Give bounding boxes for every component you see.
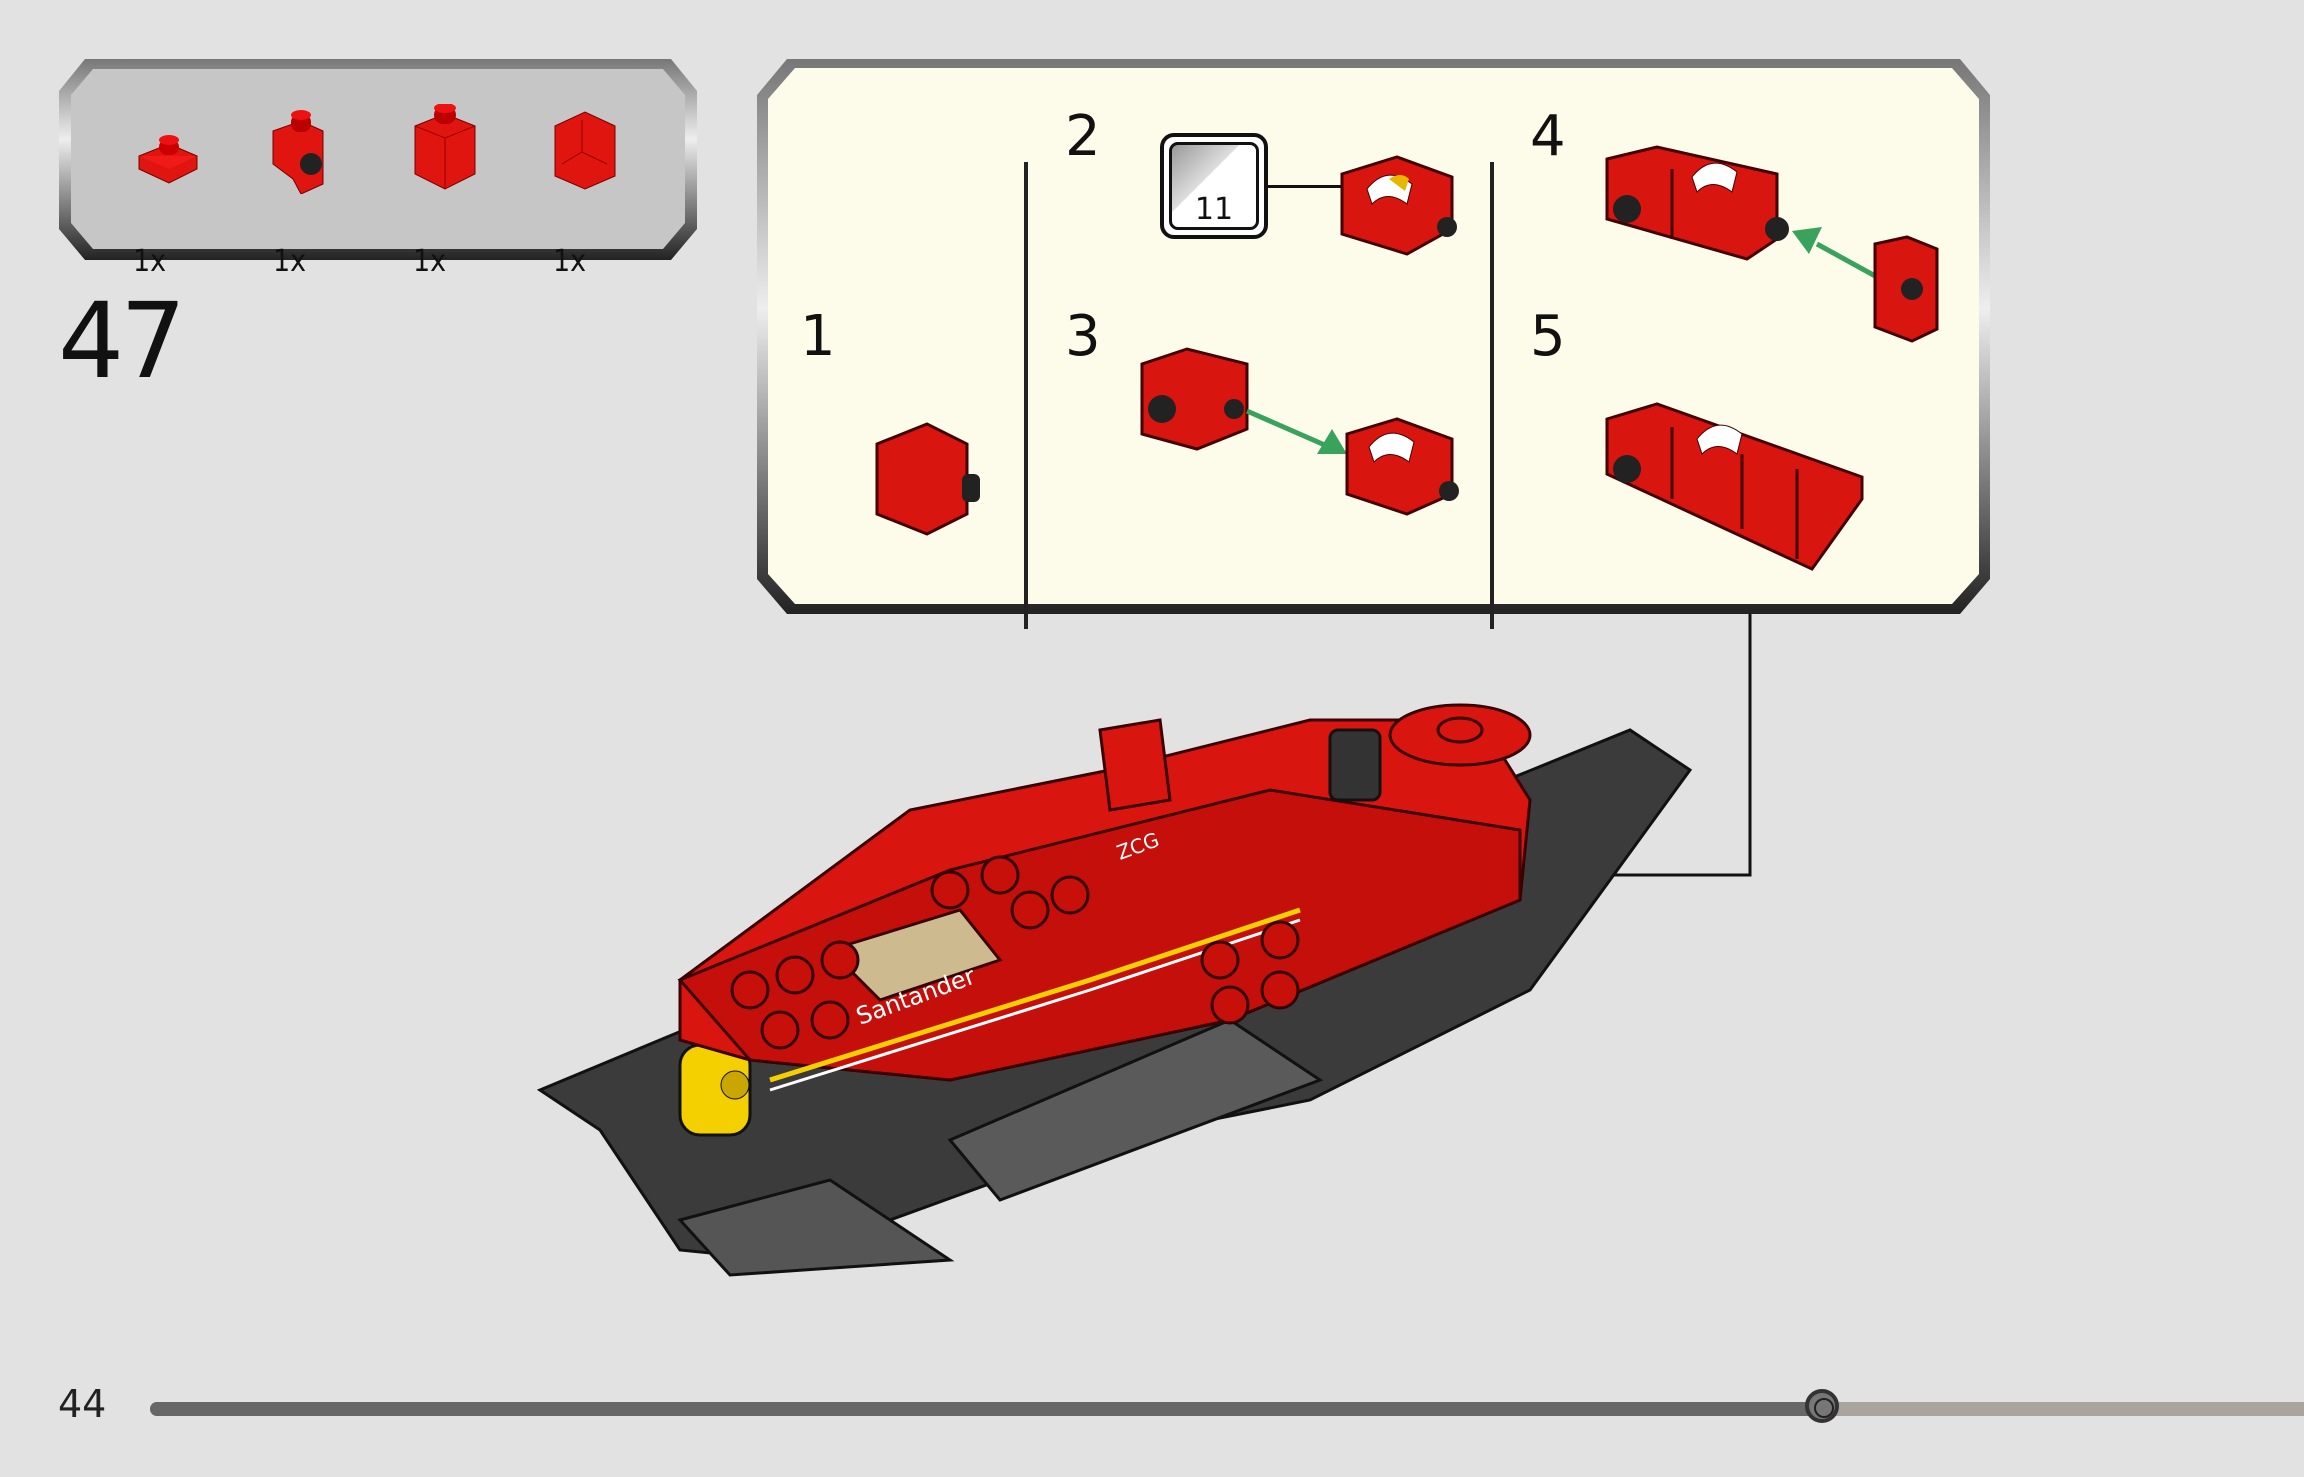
sub-assembly-callout: 1 2 3 4 5 11 xyxy=(757,59,1990,629)
assembly-icon xyxy=(1605,145,1789,261)
studs xyxy=(730,855,1300,1050)
substep-divider xyxy=(1024,162,1028,629)
arrow-icon xyxy=(1245,408,1347,454)
sticker-applied-brick-icon xyxy=(1340,155,1457,256)
page-number: 44 xyxy=(58,1382,107,1426)
bracket-icon xyxy=(1140,347,1249,451)
part-quantity: 1x xyxy=(413,244,447,279)
sticker-number: 11 xyxy=(1194,192,1234,227)
substep-divider xyxy=(1490,162,1494,629)
progress-knob xyxy=(1804,1389,1839,1423)
sticker-applied-brick-icon xyxy=(1345,417,1459,516)
substep-number: 3 xyxy=(1065,304,1101,369)
plate-1x1-icon xyxy=(138,135,198,184)
step-number: 47 xyxy=(58,280,186,402)
brick-1x1-icon xyxy=(414,104,476,190)
part-quantity: 1x xyxy=(273,244,307,279)
substep-number: 2 xyxy=(1065,104,1101,169)
car-model-illustration: Santander ZCG xyxy=(536,703,1693,1277)
panel-corner-icon xyxy=(554,111,616,190)
progress-bar-fill xyxy=(150,1402,1822,1416)
bracket-icon xyxy=(1873,235,1939,343)
substep-number: 5 xyxy=(1530,304,1566,369)
brick-icon xyxy=(875,422,980,536)
part-quantity: 1x xyxy=(553,244,587,279)
sticker-reference: 11 xyxy=(1160,133,1268,239)
arrow-icon xyxy=(1792,227,1879,280)
wheel-yellow-icon xyxy=(678,1043,752,1137)
substep-number: 1 xyxy=(800,304,836,369)
substep-number: 4 xyxy=(1530,104,1566,169)
substep-illustrations xyxy=(875,145,1939,571)
part-quantity: 1x xyxy=(133,244,167,279)
assembly-icon xyxy=(1605,402,1864,571)
sticker-leader-line xyxy=(1268,185,1376,188)
bracket-1x1-icon xyxy=(272,110,324,194)
parts-list-box: 1x 1x 1x 1x xyxy=(59,59,697,279)
